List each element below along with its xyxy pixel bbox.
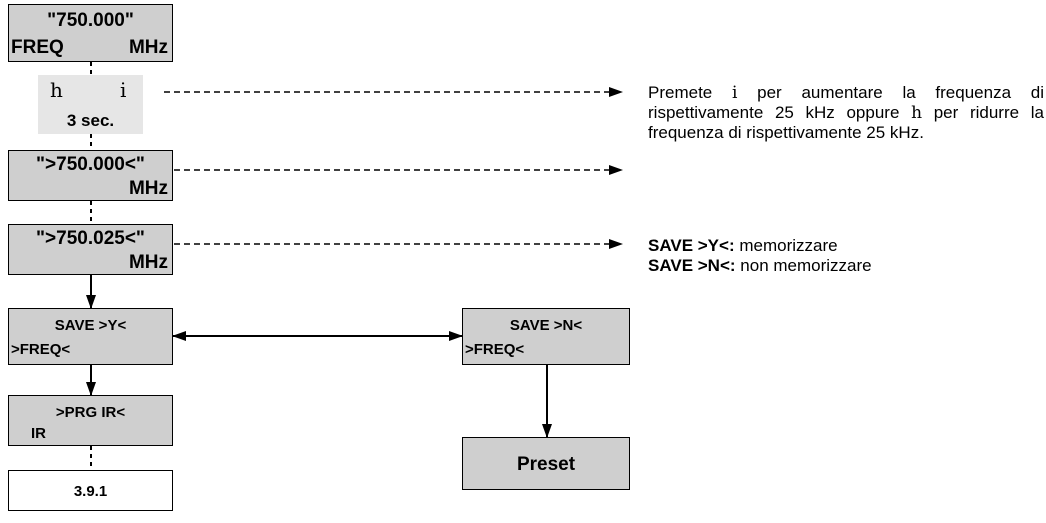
section-ref-box: 3.9.1 <box>8 470 173 511</box>
save-no-option-label: SAVE >N<: <box>648 256 736 275</box>
edit-display-box-1: ">750.000<" MHz <box>8 150 173 201</box>
save-no-box: SAVE >N< >FREQ< <box>462 308 630 365</box>
note-text-3: per ridurre la frequenza di rispettivame… <box>648 103 1044 142</box>
up-key[interactable]: i <box>120 78 127 102</box>
note-up-key: i <box>731 83 738 103</box>
save-yes-freq: >FREQ< <box>11 341 71 358</box>
hold-duration-label: 3 sec. <box>66 111 115 130</box>
prg-ir-box: >PRG IR< IR <box>8 395 173 446</box>
save-yes-label: SAVE >Y< <box>54 317 127 334</box>
save-yes-option-label: SAVE >Y<: <box>648 236 735 255</box>
preset-label: Preset <box>516 454 576 475</box>
edit-display-box-2: ">750.025<" MHz <box>8 224 173 275</box>
freq-display-label: FREQ <box>11 37 64 58</box>
prg-ir-value: IR <box>31 425 46 442</box>
down-key[interactable]: h <box>50 78 63 102</box>
save-no-option: SAVE >N<: non memorizzare <box>648 256 1028 276</box>
note-text-1: Premete <box>648 83 732 102</box>
save-no-freq: >FREQ< <box>465 341 525 358</box>
edit-display-2-value: ">750.025<" <box>36 228 145 249</box>
note-down-key: h <box>911 103 923 123</box>
edit-display-2-unit: MHz <box>128 252 168 273</box>
freq-display-box: "750.000" FREQ MHz <box>8 4 173 62</box>
save-no-label: SAVE >N< <box>509 317 583 334</box>
edit-display-1-unit: MHz <box>128 178 168 199</box>
preset-box: Preset <box>462 437 630 490</box>
save-yes-box: SAVE >Y< >FREQ< <box>8 308 173 365</box>
keys-panel: h i 3 sec. <box>38 75 143 134</box>
save-no-option-text: non memorizzare <box>735 256 872 275</box>
save-yes-option-text: memorizzare <box>734 236 838 255</box>
save-options-note: SAVE >Y<: memorizzare SAVE >N<: non memo… <box>648 236 1028 276</box>
prg-ir-label: >PRG IR< <box>55 404 126 421</box>
frequency-adjust-note: Premete i per aumentare la frequenza di … <box>648 83 1044 143</box>
edit-display-1-value: ">750.000<" <box>36 154 145 175</box>
save-yes-option: SAVE >Y<: memorizzare <box>648 236 1028 256</box>
note-text-2: per aumentare la frequenza di rispettiva… <box>648 83 1044 122</box>
section-ref-label: 3.9.1 <box>73 483 108 500</box>
freq-display-unit: MHz <box>128 37 168 58</box>
freq-display-value: "750.000" <box>47 10 134 31</box>
